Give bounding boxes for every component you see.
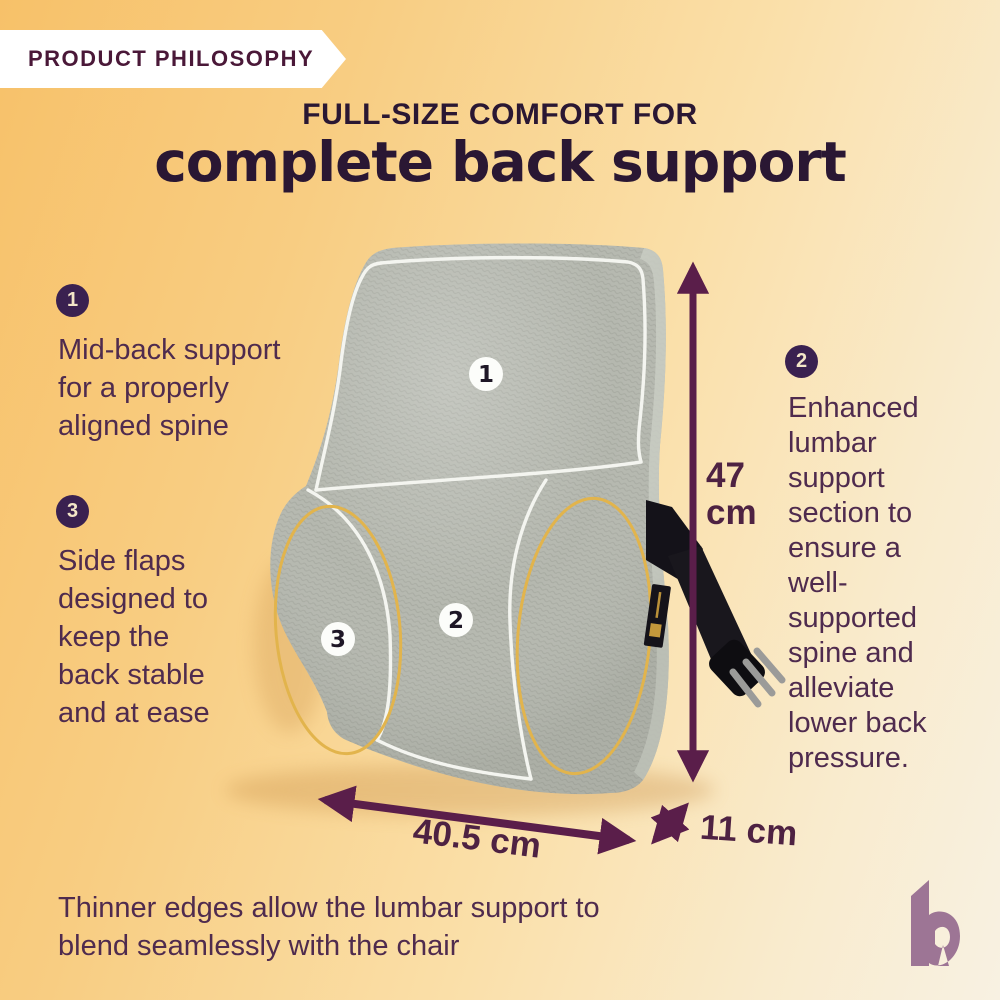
callout-2-badge: 2 — [785, 345, 818, 378]
footer-note: Thinner edges allow the lumbar support t… — [58, 892, 600, 962]
marker-1: 1 — [469, 357, 503, 391]
h-monogram-icon — [911, 880, 960, 966]
marker-2-number: 2 — [448, 608, 464, 634]
marker-1-number: 1 — [478, 362, 494, 388]
callout-3-number: 3 — [66, 500, 79, 522]
callout-2-text: Enhanced lumbar support section to ensur… — [788, 392, 927, 774]
callout-2-number: 2 — [795, 350, 808, 372]
depth-dimension-label: 11 cm — [698, 807, 799, 854]
white-seam-lines — [306, 255, 647, 781]
dimension-arrows — [317, 261, 710, 855]
callout-1-badge: 1 — [56, 284, 89, 317]
callout-3-badge: 3 — [56, 495, 89, 528]
buckle-prongs — [729, 647, 786, 708]
lumbar-pillow — [270, 243, 669, 795]
callout-1-number: 1 — [66, 289, 79, 311]
buckle-body — [709, 639, 765, 697]
marker-3-number: 3 — [330, 627, 346, 653]
ribbon-label: PRODUCT PHILOSOPHY — [28, 46, 315, 71]
marker-3: 3 — [321, 622, 355, 656]
callout-3-text: Side flaps designed to keep the back sta… — [58, 545, 210, 729]
brand-tag — [643, 584, 671, 648]
height-dimension-label: 47 cm — [706, 456, 757, 532]
width-arrow — [317, 785, 637, 855]
pillow-markers: 1 2 3 — [321, 357, 503, 656]
marker-2: 2 — [439, 603, 473, 637]
page-title: complete back support — [154, 130, 847, 194]
subtitle: FULL-SIZE COMFORT FOR — [302, 98, 698, 131]
product-philosophy-ribbon: PRODUCT PHILOSOPHY — [0, 30, 346, 88]
depth-arrow — [650, 802, 690, 845]
callout-1-text: Mid-back support for a properly aligned … — [58, 334, 281, 442]
